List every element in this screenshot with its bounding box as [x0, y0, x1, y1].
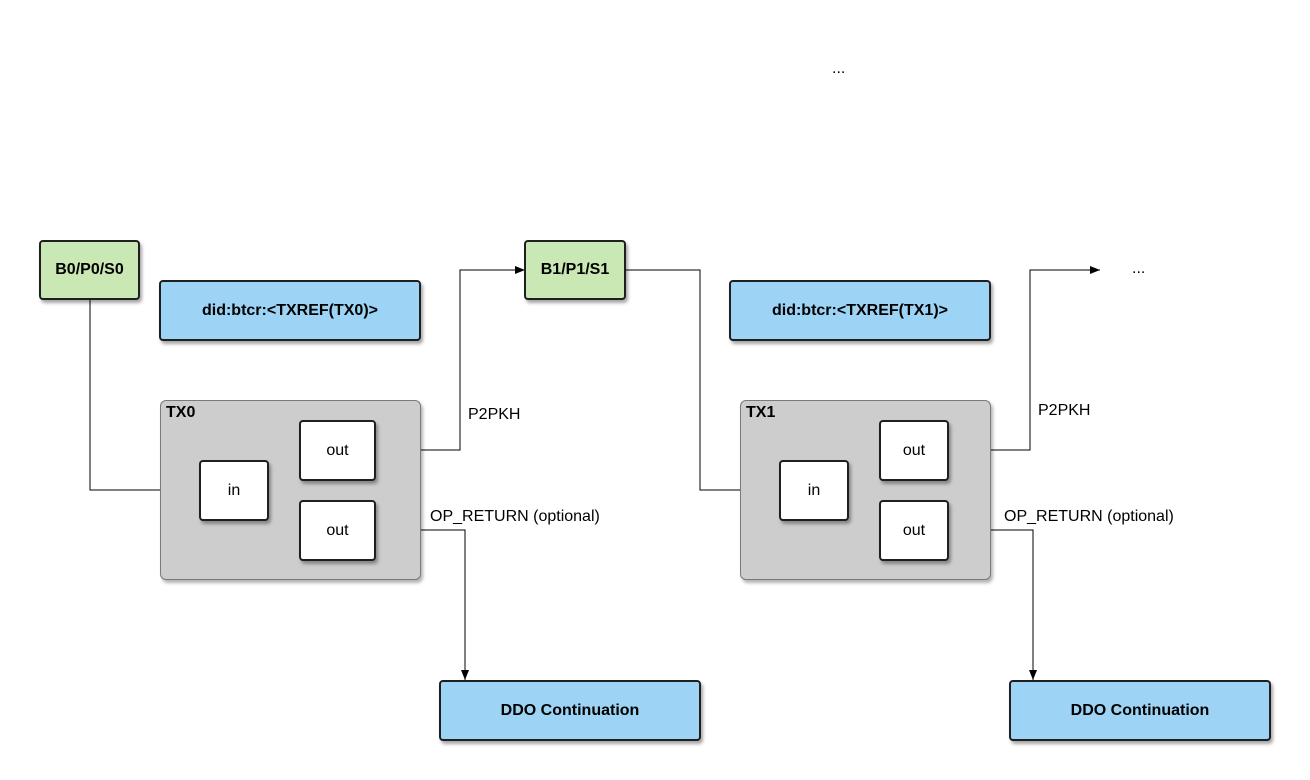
did-label: did:btcr:<TXREF(TX1)> [771, 301, 948, 319]
ddo-label: DDO Continuation [1070, 701, 1210, 719]
did-node-tx1: did:btcr:<TXREF(TX1)> [729, 280, 991, 341]
did-node-tx0: did:btcr:<TXREF(TX0)> [159, 280, 421, 341]
tx1-output-op-return: out [879, 500, 949, 561]
tx1-op-return-label: OP_RETURN (optional) [1004, 508, 1174, 525]
transaction-label: TX0 [166, 404, 196, 421]
tx0-output-op-return: out [299, 500, 376, 561]
tx1-p2pkh-label: P2PKH [1038, 402, 1091, 419]
input-label: in [227, 481, 241, 499]
ellipsis-right: ... [1132, 260, 1146, 277]
ellipsis-top: ... [832, 60, 846, 77]
ddo-label: DDO Continuation [500, 701, 640, 719]
did-label: did:btcr:<TXREF(TX0)> [201, 301, 378, 319]
ddo-continuation-tx1: DDO Continuation [1009, 680, 1271, 741]
tx1-input: in [779, 460, 849, 521]
output-label: out [326, 521, 349, 539]
tx0-p2pkh-label: P2PKH [468, 406, 521, 423]
tx0-op-return-label: OP_RETURN (optional) [430, 508, 600, 525]
input-label: in [807, 481, 821, 499]
tx1-output-p2pkh: out [879, 420, 949, 481]
transaction-tx1: TX1 [740, 400, 991, 580]
block-node-b1: B1/P1/S1 [524, 240, 626, 300]
tx0-output-p2pkh: out [299, 420, 376, 481]
tx0-input: in [199, 460, 269, 521]
block-node-b0: B0/P0/S0 [39, 240, 140, 300]
output-label: out [902, 441, 926, 459]
output-label: out [326, 441, 349, 459]
block-label: B0/P0/S0 [55, 261, 124, 278]
block-label: B1/P1/S1 [540, 261, 610, 278]
ddo-continuation-tx0: DDO Continuation [439, 680, 701, 741]
output-label: out [902, 521, 926, 539]
transaction-label: TX1 [746, 404, 776, 421]
